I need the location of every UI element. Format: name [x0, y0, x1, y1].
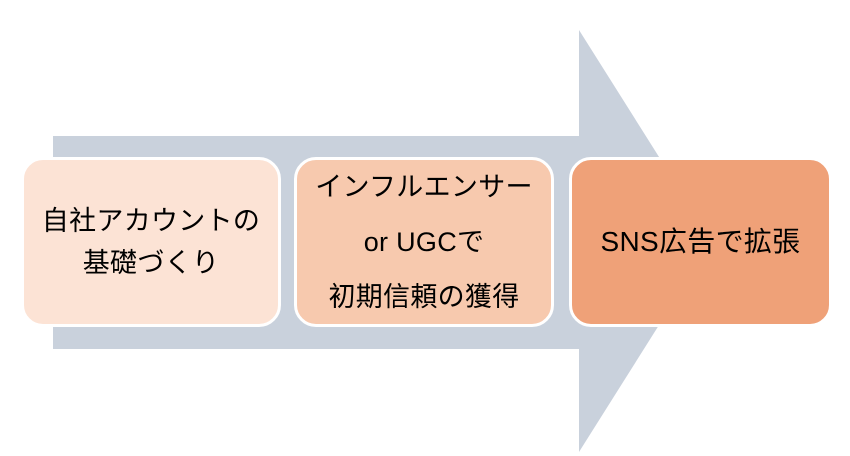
- step-2-line-2: or UGCで: [363, 226, 485, 257]
- step-2-line-3: 初期信頼の獲得: [328, 281, 520, 312]
- step-3-line-1: SNS広告で拡張: [600, 226, 801, 257]
- step-2-line-1: インフルエンサー: [315, 171, 533, 202]
- process-step-1[interactable]: 自社アカウントの 基礎づくり: [21, 157, 281, 327]
- step-1-line-2: 基礎づくり: [82, 248, 220, 278]
- process-step-2[interactable]: インフルエンサー or UGCで 初期信頼の獲得: [294, 157, 554, 327]
- process-step-3[interactable]: SNS広告で拡張: [569, 157, 832, 327]
- step-1-line-1: 自社アカウントの: [41, 206, 261, 236]
